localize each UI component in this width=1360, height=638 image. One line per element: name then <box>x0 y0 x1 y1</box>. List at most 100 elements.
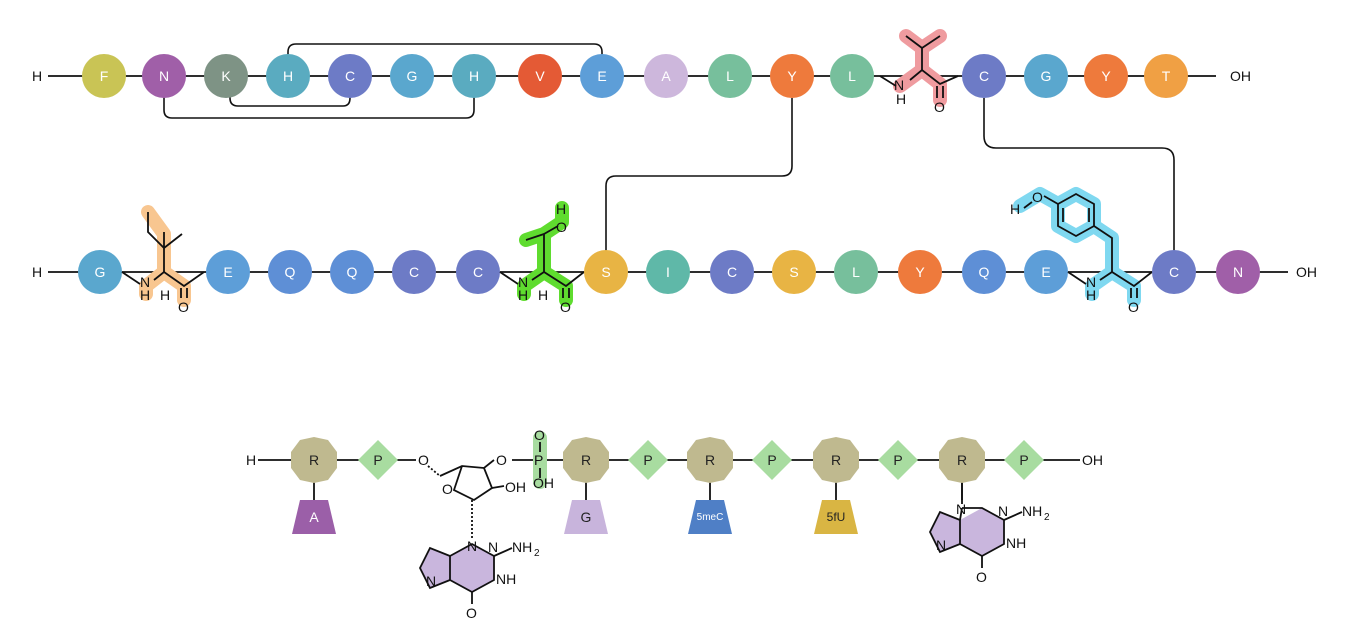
sugar-r: R <box>687 437 733 500</box>
residue-V: V <box>518 54 562 98</box>
svg-text:O: O <box>534 427 545 443</box>
svg-text:N: N <box>159 68 169 84</box>
residue-C: C <box>962 54 1006 98</box>
svg-text:R: R <box>831 452 841 468</box>
svg-text:K: K <box>221 68 231 84</box>
svg-text:N: N <box>1233 264 1243 280</box>
phosphate-p: P <box>752 440 792 480</box>
residue-Q: Q <box>268 250 312 294</box>
residue-K: K <box>204 54 248 98</box>
svg-text:C: C <box>727 264 737 280</box>
residue-T: T <box>1144 54 1188 98</box>
sugar-r: R <box>291 437 337 500</box>
base-5meC: 5meC <box>688 500 732 534</box>
svg-text:H: H <box>518 287 528 303</box>
residue-G: G <box>78 250 122 294</box>
svg-text:R: R <box>957 452 967 468</box>
sugar-r: R <box>813 437 859 500</box>
svg-text:C: C <box>409 264 419 280</box>
svg-text:V: V <box>535 68 545 84</box>
svg-text:2: 2 <box>534 548 540 559</box>
crosslink-c-c <box>983 98 1175 272</box>
residue-G: G <box>390 54 434 98</box>
svg-text:G: G <box>407 68 418 84</box>
residue-L: L <box>830 54 874 98</box>
svg-text:L: L <box>726 68 734 84</box>
residue-Y: Y <box>770 54 814 98</box>
svg-text:A: A <box>661 68 671 84</box>
svg-text:Y: Y <box>1101 68 1111 84</box>
residue-C: C <box>710 250 754 294</box>
svg-text:N: N <box>1086 274 1096 290</box>
svg-text:H: H <box>1010 201 1020 217</box>
svg-text:L: L <box>848 68 856 84</box>
svg-text:2: 2 <box>1044 512 1050 523</box>
base-5fU: 5fU <box>814 500 858 534</box>
n-terminus-1: H <box>32 68 42 84</box>
n-terminus-2: H <box>32 264 42 280</box>
residue-E: E <box>1024 250 1068 294</box>
svg-text:E: E <box>1041 264 1050 280</box>
svg-text:O: O <box>556 219 567 235</box>
svg-text:C: C <box>1169 264 1179 280</box>
svg-text:N: N <box>894 77 904 93</box>
svg-text:C: C <box>473 264 483 280</box>
svg-text:O: O <box>496 452 507 468</box>
c-terminus-1: OH <box>1230 68 1251 84</box>
residue-N: N <box>142 54 186 98</box>
svg-text:P: P <box>643 452 652 468</box>
svg-text:P: P <box>534 452 543 468</box>
svg-text:T: T <box>1162 68 1171 84</box>
phosphate-p: P <box>1004 440 1044 480</box>
svg-text:O: O <box>418 452 429 468</box>
svg-text:R: R <box>705 452 715 468</box>
residue-C: C <box>1152 250 1196 294</box>
svg-text:L: L <box>852 264 860 280</box>
svg-text:H: H <box>556 201 566 217</box>
svg-text:OH: OH <box>533 475 554 491</box>
modified-residue-serine: O H N H H O <box>499 201 585 315</box>
svg-text:E: E <box>223 264 232 280</box>
svg-text:O: O <box>1032 189 1043 205</box>
base-A: A <box>292 500 336 534</box>
svg-text:N: N <box>518 274 528 290</box>
svg-text:C: C <box>345 68 355 84</box>
modified-residue-isoleucine: N H H O <box>121 205 205 315</box>
residue-G: G <box>1024 54 1068 98</box>
residue-C: C <box>456 250 500 294</box>
crosslink-n-h <box>163 76 475 119</box>
residue-F: F <box>82 54 126 98</box>
residue-I: I <box>646 250 690 294</box>
svg-text:R: R <box>309 452 319 468</box>
svg-text:P: P <box>767 452 776 468</box>
svg-text:NH: NH <box>1022 503 1042 519</box>
residue-C: C <box>328 54 372 98</box>
svg-text:N: N <box>998 503 1008 519</box>
svg-text:H: H <box>469 68 479 84</box>
svg-text:NH: NH <box>496 571 516 587</box>
svg-text:N: N <box>956 501 966 517</box>
phosphate-p: P <box>628 440 668 480</box>
svg-text:O: O <box>934 99 945 115</box>
svg-text:F: F <box>100 68 109 84</box>
phosphate-p: P <box>358 440 398 480</box>
svg-text:S: S <box>601 264 610 280</box>
residue-L: L <box>834 250 878 294</box>
svg-text:P: P <box>893 452 902 468</box>
svg-text:S: S <box>789 264 798 280</box>
svg-text:O: O <box>1128 299 1139 315</box>
residue-Q: Q <box>330 250 374 294</box>
residue-Q: Q <box>962 250 1006 294</box>
svg-text:H: H <box>538 287 548 303</box>
svg-text:H: H <box>140 287 150 303</box>
svg-text:Y: Y <box>787 68 797 84</box>
residue-Y: Y <box>898 250 942 294</box>
crosslink-h-e <box>287 43 603 76</box>
nucleic-n-terminus: H <box>246 452 256 468</box>
svg-text:I: I <box>666 264 670 280</box>
nucleic-c-terminus: OH <box>1082 452 1103 468</box>
c-terminus-2: OH <box>1296 264 1317 280</box>
peptide-2: H OH G N H H O E Q Q C C O H N <box>32 187 1317 315</box>
crosslink-k-c <box>229 76 351 107</box>
